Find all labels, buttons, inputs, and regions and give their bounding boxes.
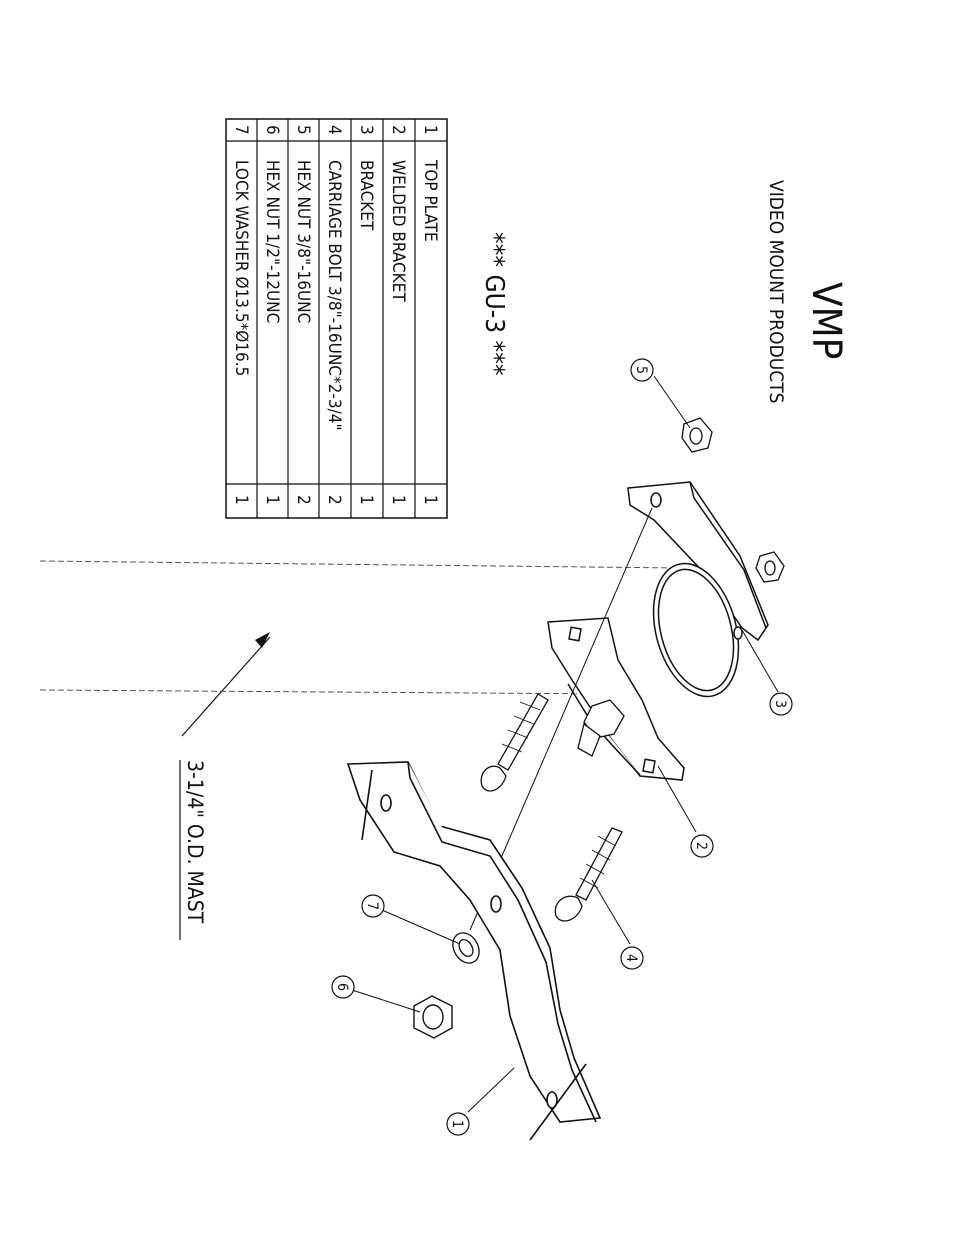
hex-bolt-part: [577, 699, 625, 757]
svg-text:2: 2: [693, 842, 709, 850]
callout-2: 2: [690, 834, 714, 858]
bracket-part: [627, 481, 769, 698]
table-row-qty: 2: [293, 495, 313, 505]
callout-6: 6: [331, 975, 355, 999]
table-row-no: 6: [262, 125, 282, 135]
callout-1: 1: [446, 1112, 470, 1136]
table-row-no: 1: [420, 125, 440, 135]
bolt-hole: [546, 1091, 558, 1109]
svg-text:4: 4: [623, 954, 639, 962]
table-row-qty: 1: [262, 495, 282, 505]
callout-4: 4: [620, 946, 644, 970]
lock-washer-part: [452, 932, 480, 964]
callout-leaders: [351, 375, 779, 1113]
table-row-name: TOP PLATE: [420, 159, 440, 242]
parts-table: 1 TOP PLATE 1 2 WELDED BRACKET 1 3 BRACK…: [225, 118, 448, 519]
table-row-name: HEX NUT 1/2"-12UNC: [262, 160, 282, 323]
table-row-qty: 1: [420, 495, 440, 505]
table-row-qty: 1: [388, 495, 408, 505]
table-row-name: CARRIAGE BOLT 3/8"-16UNC*2-3/4": [324, 160, 344, 431]
table-row-name: HEX NUT 3/8"-16UNC: [293, 160, 313, 323]
bolt-hole: [733, 626, 743, 640]
svg-text:3: 3: [772, 700, 788, 708]
mast-callout: 3-1/4" O.D. MAST: [179, 632, 271, 940]
callout-5: 5: [630, 358, 654, 382]
top-plate-part: [346, 761, 602, 1141]
table-row-no: 2: [388, 125, 408, 135]
table-row-qty: 1: [356, 495, 376, 505]
mast-label: 3-1/4" O.D. MAST: [183, 760, 207, 924]
table-row-name: WELDED BRACKET: [388, 160, 408, 302]
table-row-no: 5: [293, 125, 313, 135]
bolt-hole: [650, 492, 662, 508]
bolt-hole: [490, 895, 502, 913]
svg-text:1: 1: [449, 1120, 465, 1128]
model-label: *** GU-3 ***: [479, 232, 509, 376]
hex-nut-part: [413, 995, 453, 1039]
svg-text:5: 5: [633, 366, 649, 374]
table-row-qty: 1: [231, 495, 251, 505]
table-row-no: 7: [231, 125, 251, 135]
callout-7: 7: [361, 894, 385, 918]
table-row-no: 3: [356, 125, 376, 135]
arrow-head-icon: [255, 632, 270, 648]
table-row-name: LOCK WASHER Ø13.5*Ø16.5: [231, 160, 251, 376]
table-row-qty: 2: [324, 495, 344, 505]
callout-3: 3: [769, 692, 793, 716]
table-row-no: 4: [324, 125, 344, 135]
mast-outline: [39, 560, 681, 695]
svg-text:6: 6: [334, 983, 350, 991]
bolt-hole: [380, 794, 392, 812]
company-name: VIDEO MOUNT PRODUCTS: [765, 180, 787, 403]
table-row-name: BRACKET: [356, 160, 376, 231]
brand-title: VMP: [803, 282, 849, 359]
svg-text:7: 7: [364, 902, 380, 910]
